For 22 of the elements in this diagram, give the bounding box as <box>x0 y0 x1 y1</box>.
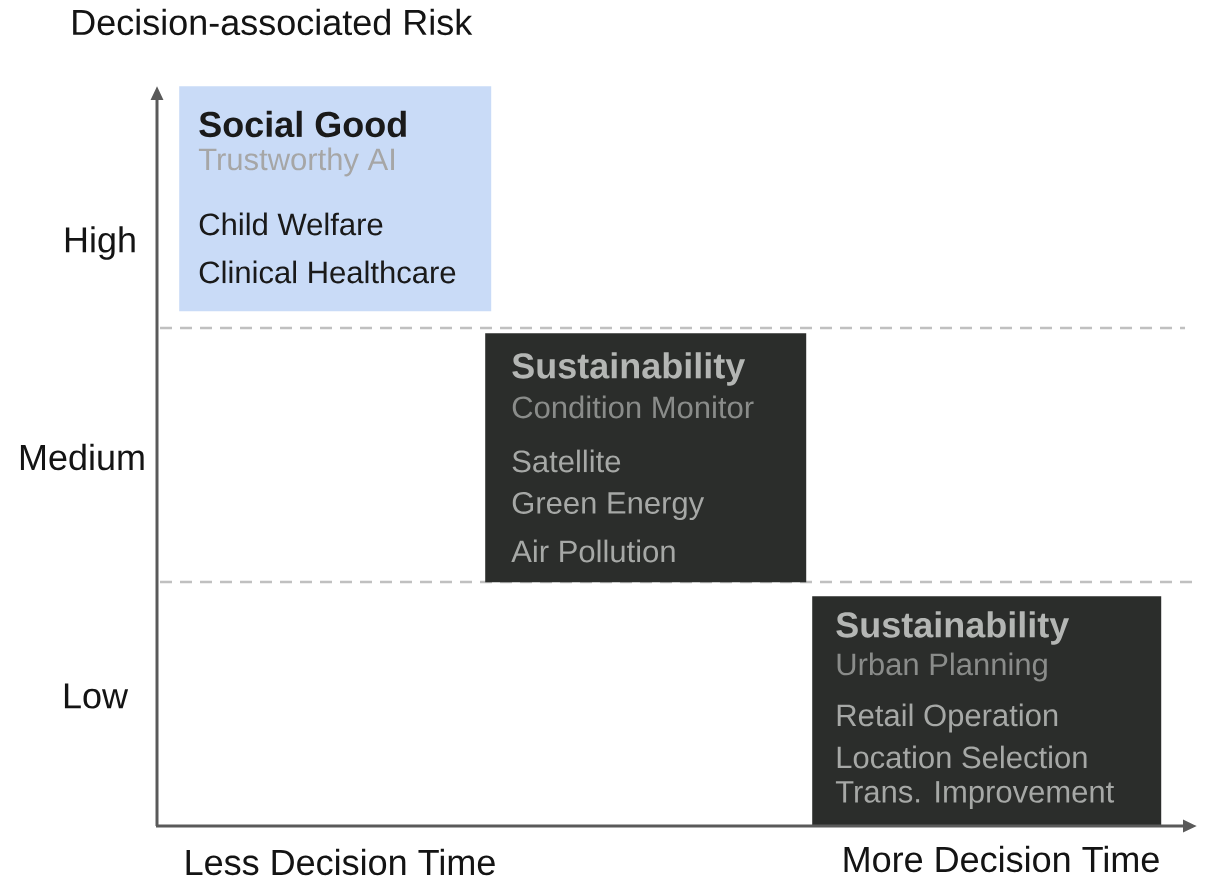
application-item: Satellite <box>512 449 621 473</box>
category-heading: Sustainability <box>512 352 746 386</box>
axis-tick-label: Medium <box>20 443 144 471</box>
application-item: Retail Operation <box>837 703 1058 733</box>
axis-title: Less Decision Time <box>186 848 495 876</box>
category-box <box>179 86 492 312</box>
axis-tick-label: High <box>65 226 135 260</box>
category-subtitle: Trustworthy AI <box>198 147 394 177</box>
application-item: Clinical Healthcare <box>199 260 456 284</box>
application-item: Location Selection <box>837 745 1087 769</box>
axis-title: Decision-associated Risk <box>73 8 473 36</box>
application-item: Air Pollution <box>511 539 675 563</box>
category-heading: Social Good <box>199 110 406 138</box>
category-subtitle: Urban Planning <box>837 652 1047 682</box>
category-box <box>812 596 1162 827</box>
category-heading: Sustainability <box>836 611 1070 645</box>
application-item: Trans. Improvement <box>835 781 1115 809</box>
category-box <box>485 333 807 583</box>
category-subtitle: Condition Monitor <box>512 395 754 419</box>
application-item: Green Energy <box>512 491 705 521</box>
axis-tick-label: Low <box>64 683 129 709</box>
application-item: Child Welfare <box>199 212 383 236</box>
